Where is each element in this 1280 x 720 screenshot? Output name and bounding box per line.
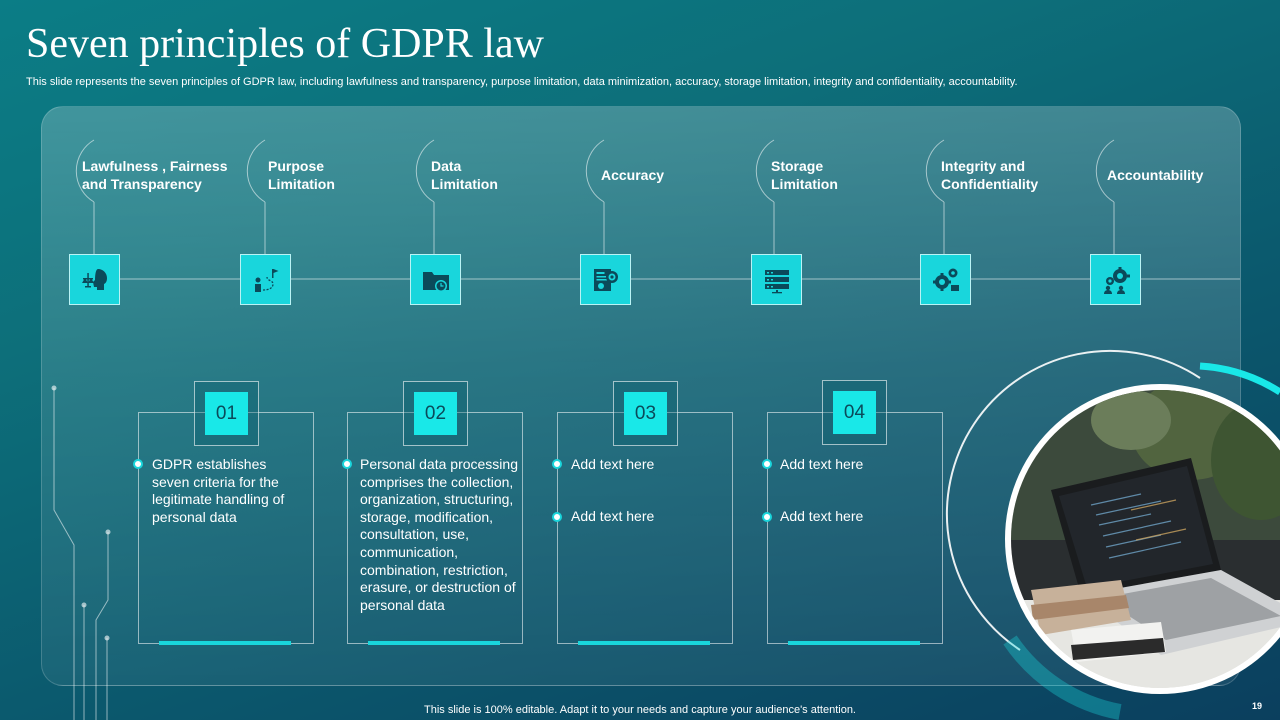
principle-label-data: Data Limitation xyxy=(431,158,498,192)
bullet-dot xyxy=(762,459,772,469)
bullet-dot xyxy=(552,459,562,469)
card-03-bullet-2: Add text here xyxy=(571,508,655,524)
laptop-photo xyxy=(1005,384,1280,694)
number-label: 02 xyxy=(414,392,457,435)
card-02-bullet-1: Personal data processing comprises the c… xyxy=(360,456,518,613)
footer-note: This slide is 100% editable. Adapt it to… xyxy=(424,704,856,716)
folder-clock-icon xyxy=(410,254,461,305)
principle-label-accuracy: Accuracy xyxy=(601,167,665,183)
card-01 xyxy=(138,412,314,645)
card-04-bullet-2: Add text here xyxy=(780,508,864,524)
card-accent-bar xyxy=(368,641,500,645)
number-badge-02: 02 xyxy=(403,381,468,446)
server-rack-icon xyxy=(751,254,802,305)
bullet-dot xyxy=(133,459,143,469)
number-badge-01: 01 xyxy=(194,381,259,446)
card-accent-bar xyxy=(788,641,920,645)
number-badge-03: 03 xyxy=(613,381,678,446)
person-target-path-icon xyxy=(240,254,291,305)
principle-label-storage: Storage Limitation xyxy=(771,158,838,192)
card-04 xyxy=(767,412,943,645)
bullet-dot xyxy=(342,459,352,469)
number-label: 03 xyxy=(624,392,667,435)
bullet-dot xyxy=(762,512,772,522)
number-badge-04: 04 xyxy=(822,380,887,445)
card-accent-bar xyxy=(578,641,710,645)
bullet-dot xyxy=(552,512,562,522)
team-gears-icon xyxy=(1090,254,1141,305)
card-04-bullet-1: Add text here xyxy=(780,456,864,472)
number-label: 01 xyxy=(205,392,248,435)
report-target-icon xyxy=(580,254,631,305)
principle-label-lawfulness: Lawfulness , Fairness and Transparency xyxy=(82,158,228,192)
page-number: 19 xyxy=(1252,701,1263,711)
card-01-bullet-1: GDPR establishes seven criteria for the … xyxy=(152,456,285,525)
justice-head-icon xyxy=(69,254,120,305)
card-03-bullet-1: Add text here xyxy=(571,456,655,472)
card-03 xyxy=(557,412,733,645)
principle-label-integrity: Integrity and Confidentiality xyxy=(941,158,1039,192)
principle-label-accountability: Accountability xyxy=(1107,167,1204,183)
number-label: 04 xyxy=(833,391,876,434)
gear-network-icon xyxy=(920,254,971,305)
principle-label-purpose: Purpose Limitation xyxy=(268,158,335,192)
card-accent-bar xyxy=(159,641,291,645)
page-title: Seven principles of GDPR law xyxy=(26,21,544,67)
page-subtitle: This slide represents the seven principl… xyxy=(26,76,1018,88)
